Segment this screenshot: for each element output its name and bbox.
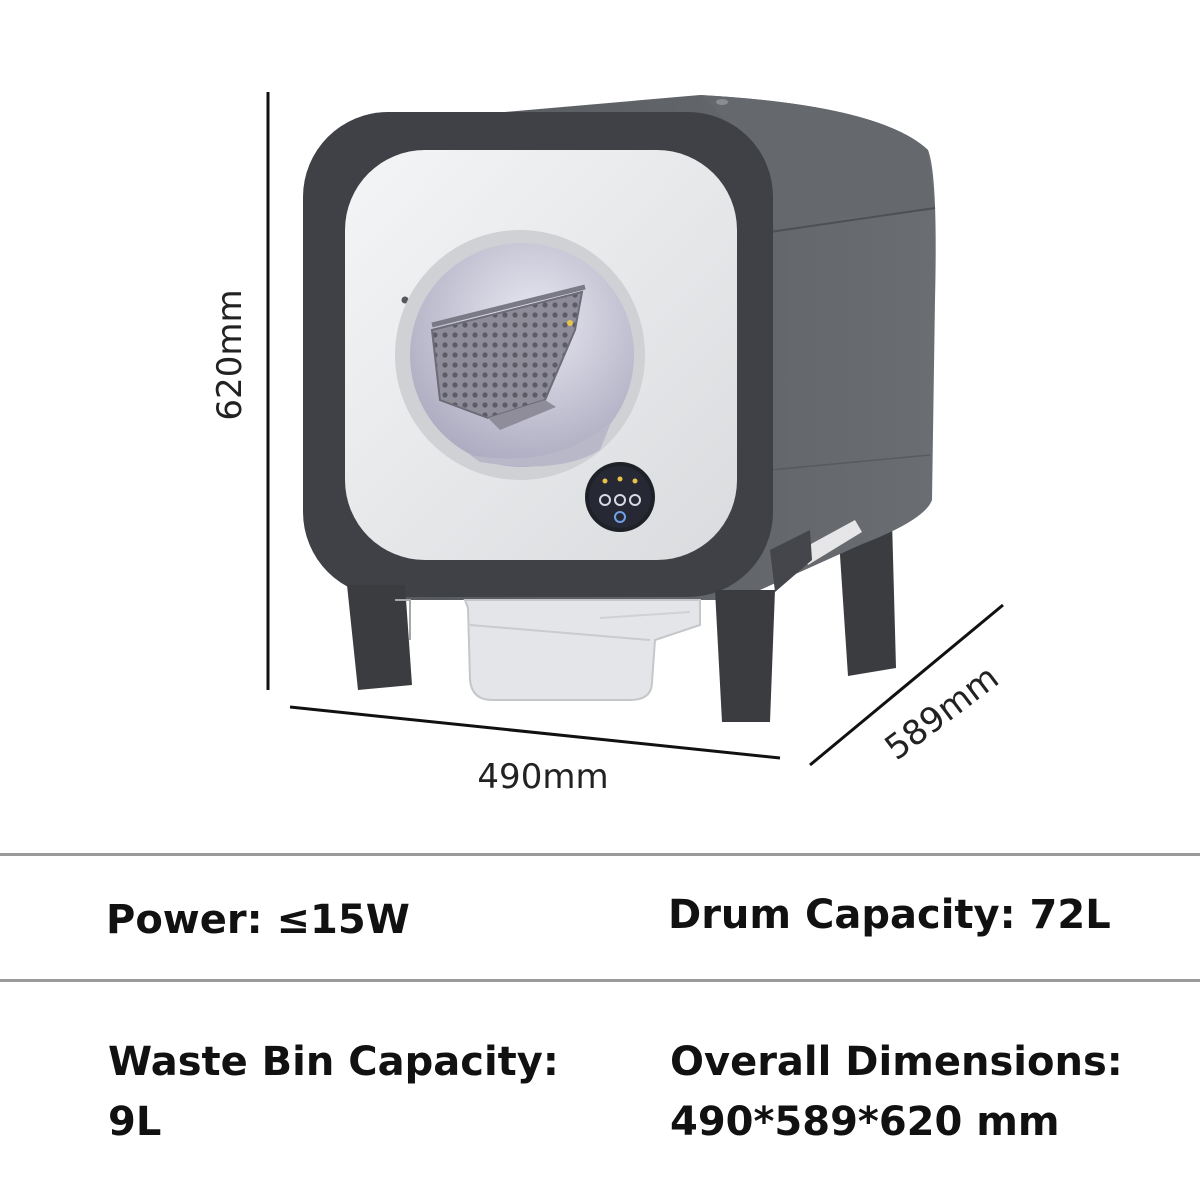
waste-bin-capacity-spec: Waste Bin Capacity: 9L [108,1032,588,1152]
front-right-leg [715,530,812,722]
divider [0,853,1200,856]
waste-bin-label: Waste Bin Capacity: [108,1039,559,1085]
mode-button-icon[interactable] [614,494,626,506]
drum-capacity-spec: Drum Capacity: 72L [668,885,1111,945]
power-spec: Power: ≤15W [106,890,410,950]
depth-dimension-line [809,603,1004,767]
control-panel[interactable] [585,462,655,532]
waste-bin-value: 9L [108,1099,162,1145]
product-illustration [266,92,1004,767]
clean-button-icon[interactable] [629,494,641,506]
overall-dimensions-label: Overall Dimensions: [670,1039,1123,1085]
waste-drawer [463,599,701,701]
width-dimension-line [289,705,781,760]
power-button-icon[interactable] [599,494,611,506]
front-left-leg [347,585,412,690]
width-dimension-label: 490mm [477,757,609,797]
divider [0,979,1200,982]
drum-capacity-text: Drum Capacity: 72L [668,892,1111,938]
drum-basket [430,284,586,430]
power-spec-text: Power: ≤15W [106,897,410,943]
overall-dimensions-spec: Overall Dimensions: 490*589*620 mm [670,1032,1190,1152]
back-right-leg [838,520,896,676]
overall-dimensions-value: 490*589*620 mm [670,1099,1060,1145]
height-dimension-label: 620mm [210,289,250,421]
